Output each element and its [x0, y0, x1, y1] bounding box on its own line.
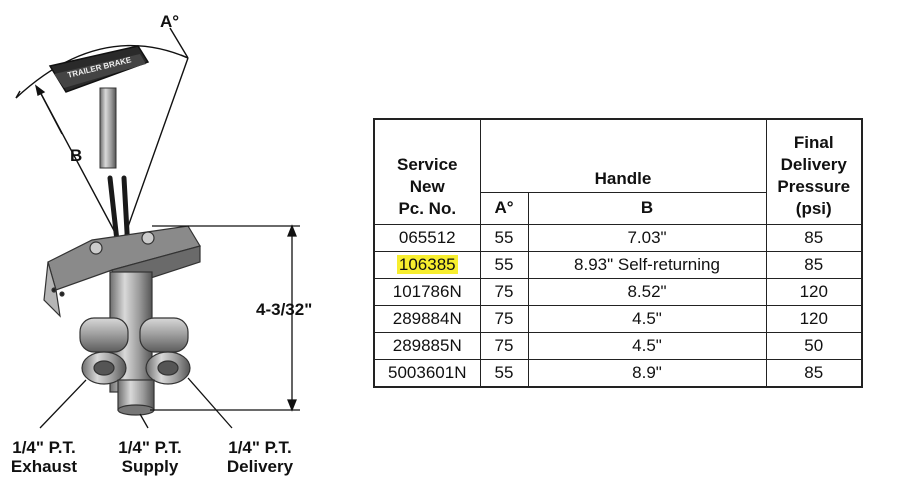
- delivery-port-name: Delivery: [226, 457, 294, 476]
- delivery-port-label: 1/4" P.T. Delivery: [220, 438, 300, 476]
- exhaust-port-size: 1/4" P.T.: [12, 438, 76, 457]
- handle-grip: TRAILER BRAKE: [48, 45, 150, 93]
- b-length-cell: 8.9": [527, 358, 767, 387]
- angle-header: A°: [479, 191, 529, 225]
- pressure-header-line3: Pressure: [777, 176, 851, 196]
- angle-cell: 55: [479, 358, 529, 387]
- angle-cell: 75: [479, 331, 529, 360]
- supply-port-name: Supply: [121, 457, 179, 476]
- pressure-cell: 85: [765, 358, 863, 387]
- part-number-cell: 5003601N: [373, 358, 481, 387]
- exhaust-port-label: 1/4" P.T. Exhaust: [4, 438, 84, 476]
- handle-header: Handle: [479, 118, 767, 193]
- b-length-cell: 8.93" Self-returning: [527, 250, 767, 279]
- angle-label: A°: [160, 12, 180, 31]
- pressure-header-line1: Final: [793, 132, 834, 152]
- handle-length-label: B: [70, 146, 83, 165]
- handle-stem: [99, 87, 117, 169]
- service-header-line2: New: [409, 176, 445, 196]
- pressure-header-line2: Delivery: [780, 154, 847, 174]
- exhaust-port-name: Exhaust: [10, 457, 78, 476]
- part-number-cell: 106385: [373, 250, 481, 279]
- port-leaders: [39, 377, 233, 429]
- supply-port-size: 1/4" P.T.: [118, 438, 182, 457]
- delivery-port-size: 1/4" P.T.: [228, 438, 292, 457]
- height-label: 4-3/32": [256, 300, 313, 319]
- angle-cell: 75: [479, 277, 529, 306]
- angle-cell: 75: [479, 304, 529, 333]
- b-dimension-arrow: [34, 84, 63, 135]
- service-header-line1: Service: [397, 154, 458, 174]
- part-number-cell: 065512: [373, 223, 481, 252]
- mounting-bracket: [43, 225, 201, 318]
- service-header-line3: Pc. No.: [398, 198, 457, 218]
- pressure-cell: 85: [765, 223, 863, 252]
- angle-cell: 55: [479, 223, 529, 252]
- pressure-cell: 120: [765, 304, 863, 333]
- pressure-cell: 120: [765, 277, 863, 306]
- part-number-cell: 289884N: [373, 304, 481, 333]
- pressure-cell: 50: [765, 331, 863, 360]
- port-housings: [79, 317, 191, 416]
- pressure-cell: 85: [765, 250, 863, 279]
- valve-diagram: TRAILER BRAKE: [15, 27, 300, 429]
- b-length-cell: 4.5": [527, 331, 767, 360]
- part-number-cell: 101786N: [373, 277, 481, 306]
- service-header: Service New Pc. No.: [373, 118, 481, 225]
- angle-cell: 55: [479, 250, 529, 279]
- pressure-header: Final Delivery Pressure (psi): [765, 118, 863, 225]
- b-header: B: [527, 191, 767, 225]
- b-length-cell: 8.52": [527, 277, 767, 306]
- pressure-header-line4: (psi): [795, 198, 832, 218]
- spec-table: Service New Pc. No. Handle Final Deliver…: [373, 118, 863, 388]
- supply-port-label: 1/4" P.T. Supply: [110, 438, 190, 476]
- b-length-cell: 7.03": [527, 223, 767, 252]
- part-number-cell: 289885N: [373, 331, 481, 360]
- b-length-cell: 4.5": [527, 304, 767, 333]
- highlighted-part-number: 106385: [396, 254, 458, 274]
- height-dimension: [150, 224, 300, 412]
